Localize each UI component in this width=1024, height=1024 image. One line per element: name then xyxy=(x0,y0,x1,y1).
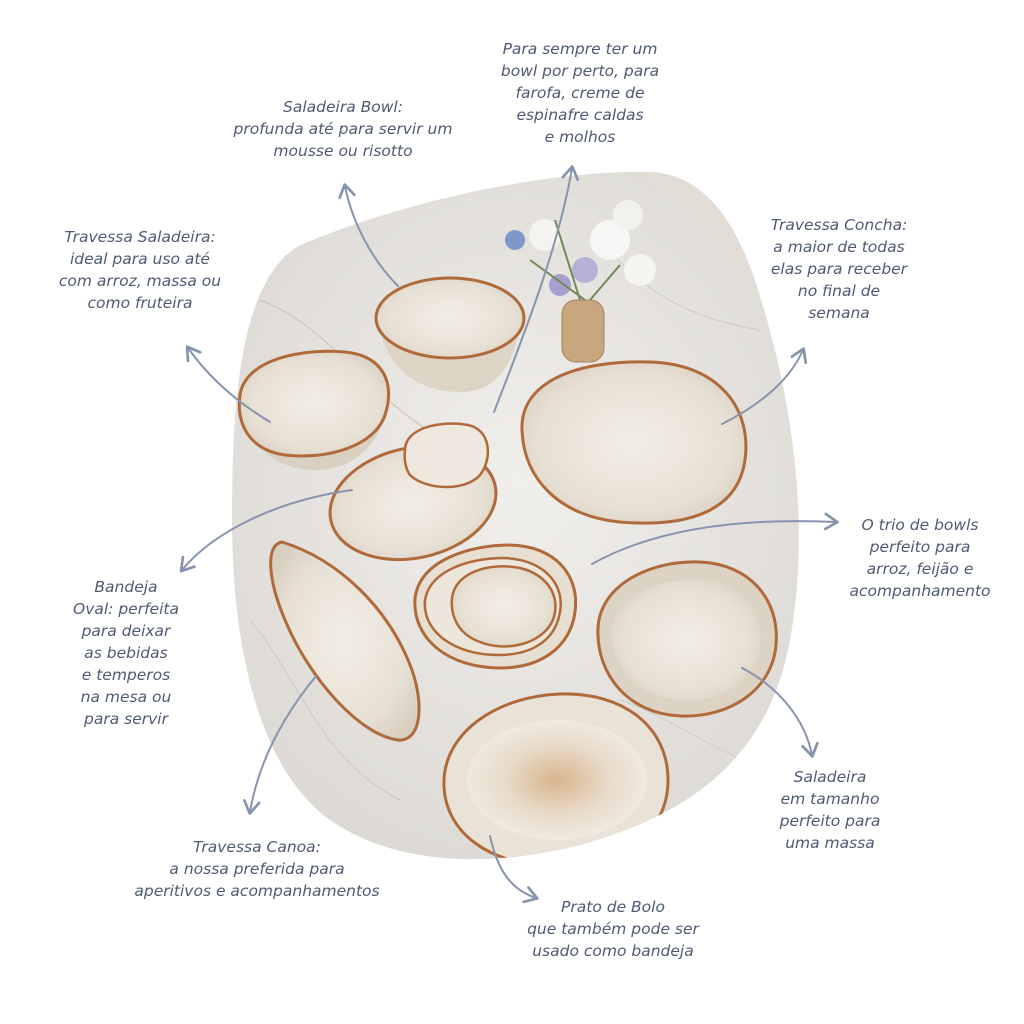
label-line: perfeito para xyxy=(869,538,971,556)
label-saladeira-bowl: Saladeira Bowl: profunda até para servir… xyxy=(212,96,474,162)
arrow-trio-bowls xyxy=(591,512,839,565)
label-line: arroz, feijão e xyxy=(866,560,974,578)
label-line: no final de xyxy=(797,282,881,300)
label-line: na mesa ou xyxy=(80,688,172,706)
label-trio-bowls: O trio de bowls perfeito para arroz, fei… xyxy=(830,514,1010,602)
label-line: para deixar xyxy=(81,622,171,640)
travessa-canoa-dish xyxy=(269,540,421,742)
label-travessa-canoa: Travessa Canoa: a nossa preferida para a… xyxy=(108,836,406,902)
label-line: usado como bandeja xyxy=(532,942,694,960)
label-line: e temperos xyxy=(81,666,171,684)
label-line: e molhos xyxy=(544,128,616,146)
label-line: O trio de bowls xyxy=(861,516,979,534)
label-line: como fruteira xyxy=(87,294,193,312)
flower-vase xyxy=(505,200,656,363)
arrow-saladeira-bowl xyxy=(338,183,399,287)
trio-bowls-dish xyxy=(413,543,578,670)
prato-bolo-dish xyxy=(442,692,670,860)
label-line: em tamanho xyxy=(780,790,880,808)
label-line: Prato de Bolo xyxy=(561,898,665,916)
label-saladeira: Saladeira em tamanho perfeito para uma m… xyxy=(758,766,902,854)
label-line: a maior de todas xyxy=(773,238,905,256)
arrow-bandeja-oval xyxy=(179,489,353,573)
travessa-concha-dish xyxy=(520,360,748,525)
label-line: espinafre caldas xyxy=(516,106,644,124)
label-line: Saladeira xyxy=(793,768,867,786)
label-line: elas para receber xyxy=(770,260,908,278)
arrow-bowl-near xyxy=(493,165,580,413)
arrow-prato-bolo xyxy=(489,835,539,904)
arrow-saladeira xyxy=(741,667,819,758)
label-line: Bandeja xyxy=(94,578,158,596)
arrow-travessa-concha xyxy=(721,347,808,425)
saladeira-dish xyxy=(596,560,778,718)
label-line: bowl por perto, para xyxy=(500,62,660,80)
label-line: acompanhamento xyxy=(849,582,991,600)
label-line: que também pode ser xyxy=(527,920,699,938)
label-prato-bolo: Prato de Bolo que também pode ser usado … xyxy=(500,896,726,962)
label-line: Travessa Canoa: xyxy=(193,838,321,856)
label-line: com arroz, massa ou xyxy=(58,272,222,290)
label-line: perfeito para xyxy=(779,812,881,830)
label-line: farofa, creme de xyxy=(515,84,645,102)
label-line: semana xyxy=(808,304,870,322)
label-line: aperitivos e acompanhamentos xyxy=(134,882,380,900)
label-line: uma massa xyxy=(785,834,875,852)
label-bandeja-oval: Bandeja Oval: perfeita para deixar as be… xyxy=(58,576,194,730)
label-line: Para sempre ter um xyxy=(502,40,658,58)
label-line: profunda até para servir um xyxy=(233,120,453,138)
saladeira-bowl-dish xyxy=(374,276,526,392)
arrow-travessa-canoa xyxy=(243,675,317,815)
label-line: Oval: perfeita xyxy=(73,600,179,618)
arrows xyxy=(179,165,839,904)
label-line: para servir xyxy=(84,710,168,728)
label-bowl-near: Para sempre ter um bowl por perto, para … xyxy=(458,38,702,148)
travessa-saladeira-dish xyxy=(237,349,391,470)
label-line: Travessa Saladeira: xyxy=(64,228,216,246)
label-line: a nossa preferida para xyxy=(169,860,345,878)
label-line: Saladeira Bowl: xyxy=(283,98,403,116)
label-line: ideal para uso até xyxy=(70,250,210,268)
arrow-travessa-saladeira xyxy=(185,345,271,423)
label-line: mousse ou risotto xyxy=(273,142,413,160)
label-travessa-concha: Travessa Concha: a maior de todas elas p… xyxy=(748,214,930,324)
label-line: Travessa Concha: xyxy=(770,216,908,234)
table-photo xyxy=(232,171,799,860)
label-line: as bebidas xyxy=(84,644,168,662)
bandeja-oval-dish xyxy=(328,422,498,562)
label-travessa-saladeira: Travessa Saladeira: ideal para uso até c… xyxy=(36,226,244,314)
